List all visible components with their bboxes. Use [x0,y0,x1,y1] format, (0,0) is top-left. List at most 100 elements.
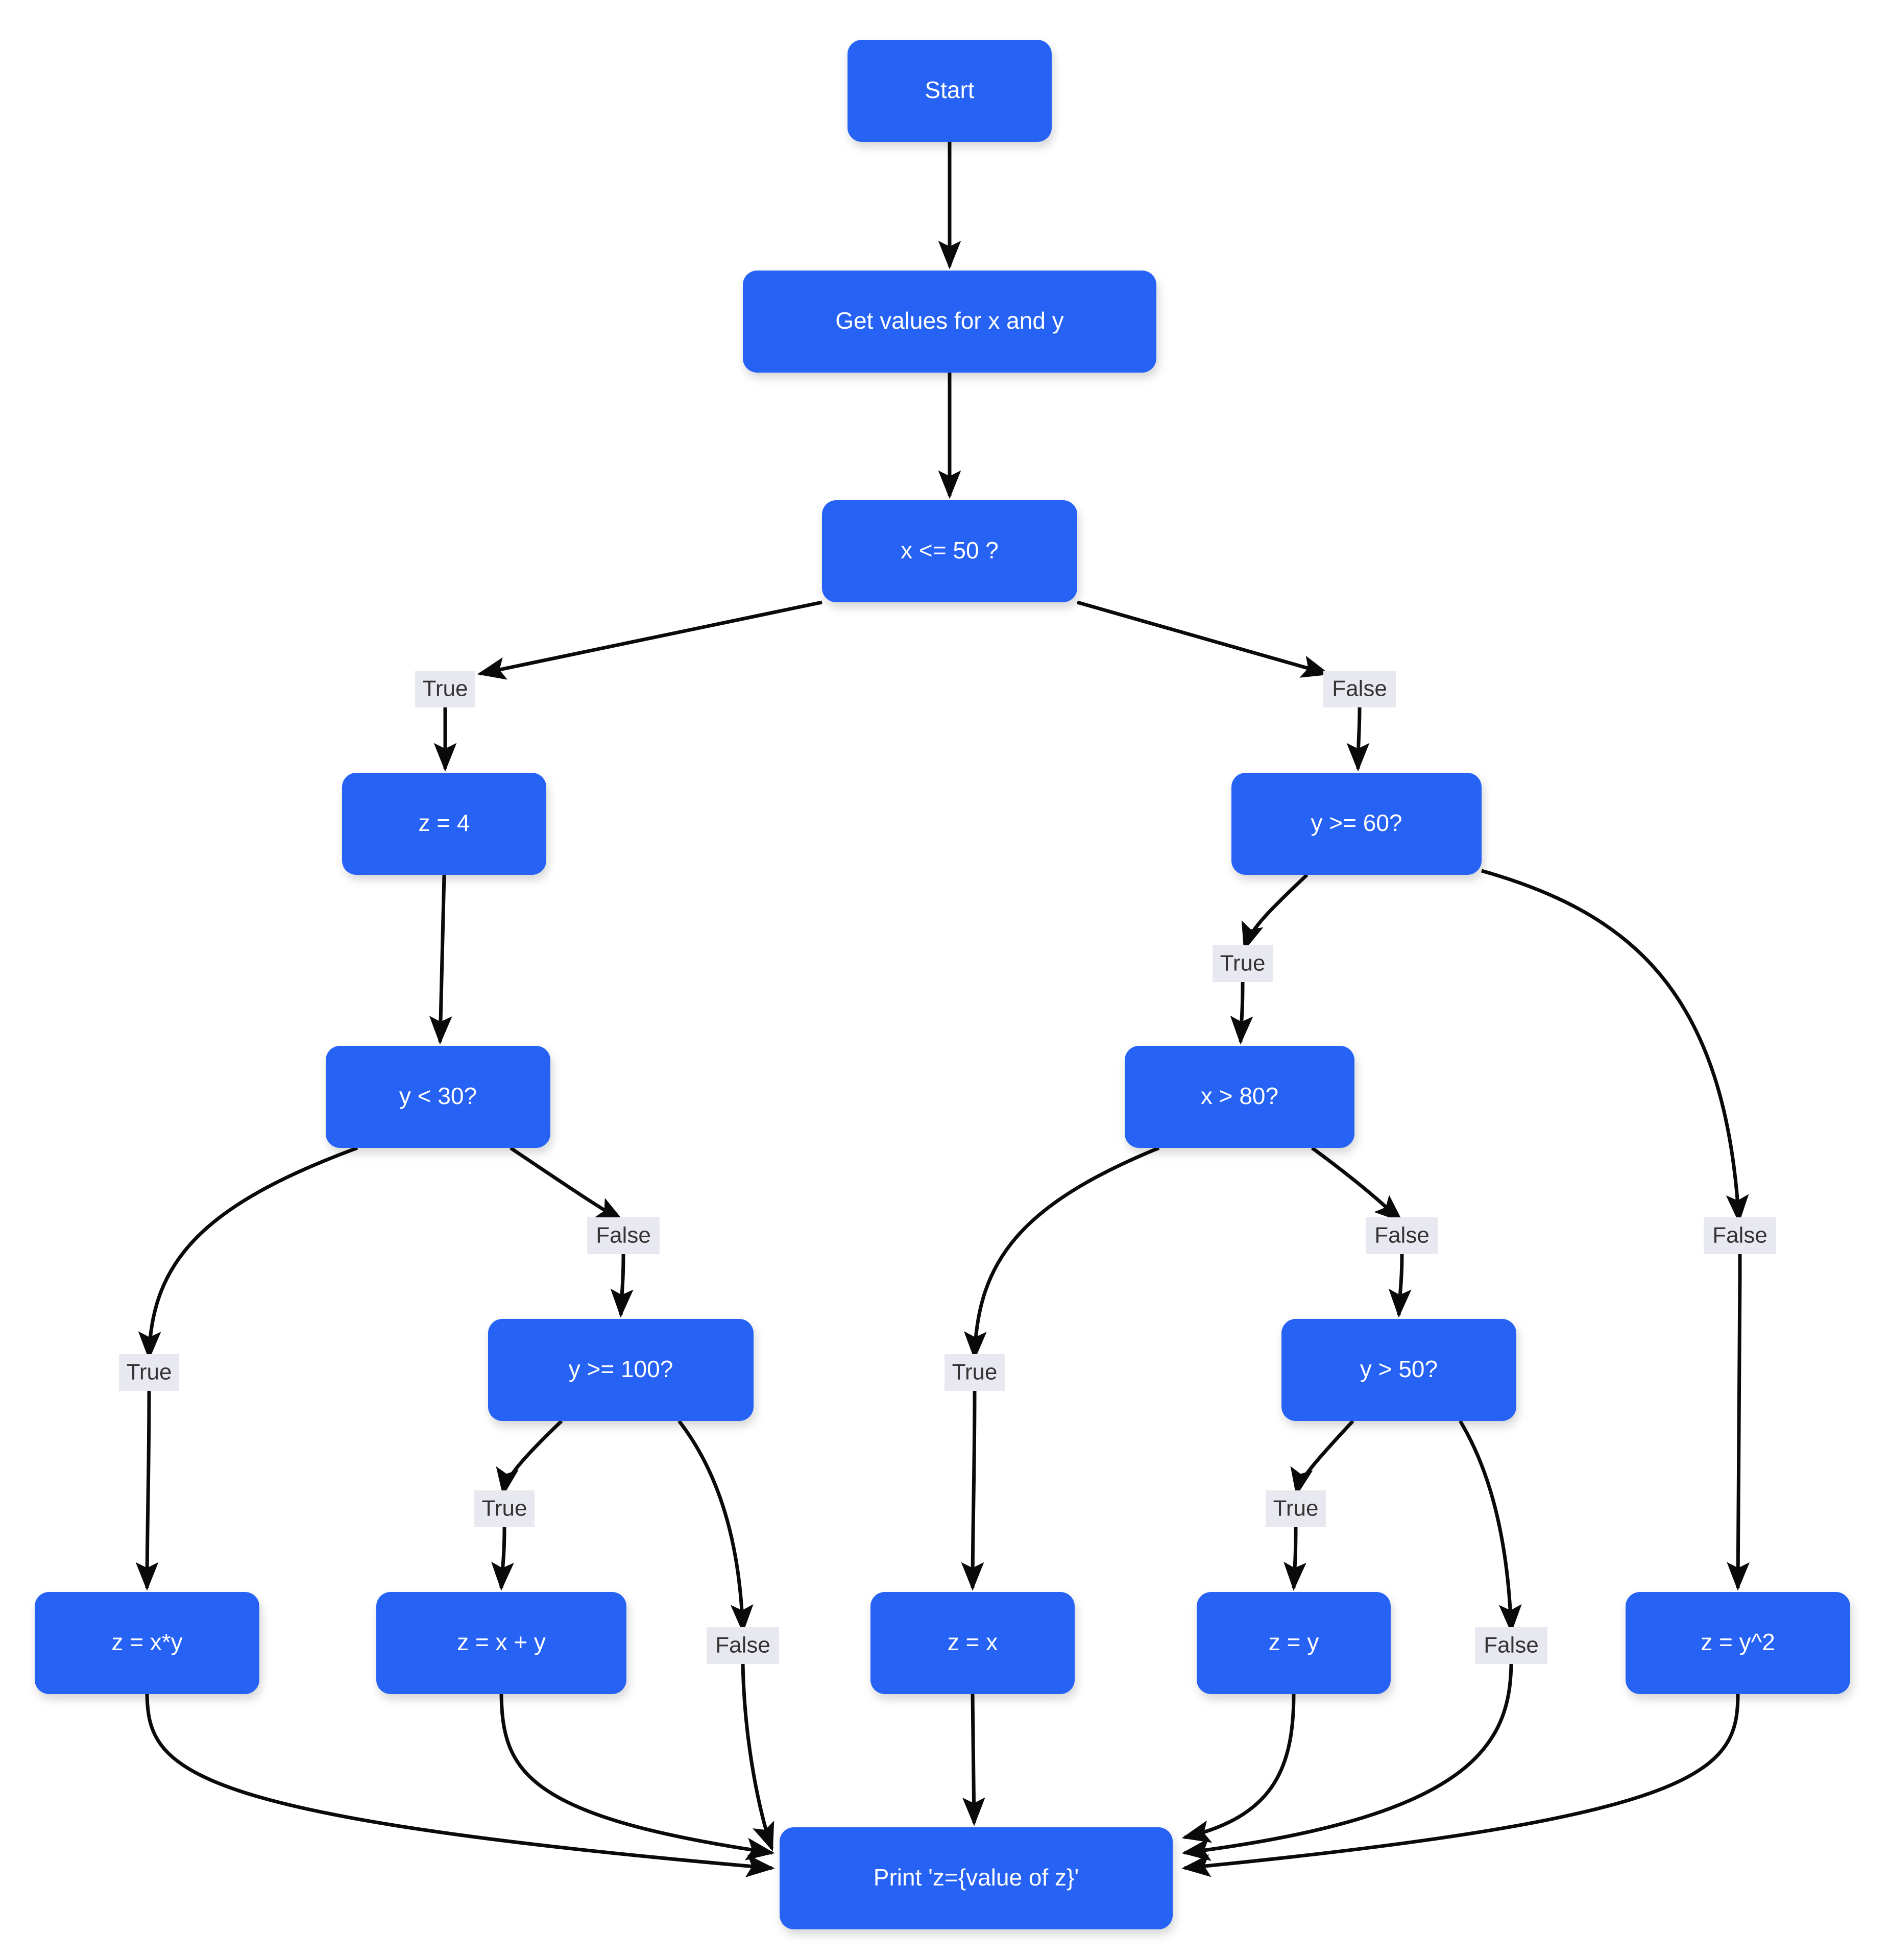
node-label-getvals: Get values for x and y [835,307,1063,334]
edge-label-text: True [1220,951,1266,976]
node-box-ylt30[interactable] [326,1046,550,1148]
node-box-getvals[interactable] [743,271,1156,373]
node-label-xle50: x <= 50 ? [901,537,999,564]
edge-xgt80-to-true-label [963,1146,1160,1360]
edge-label-ylt30-zxy: True [119,1354,179,1391]
edge-xle50-to-true-label [477,600,822,680]
node-zy2[interactable]: z = y^2 [1626,1592,1850,1694]
edge-true-to-zx [961,1390,984,1591]
edge-false-to-yge100 [610,1253,634,1318]
node-xle50[interactable]: x <= 50 ? [822,500,1077,602]
edge-yge100-to-false-label [677,1419,754,1633]
edge-false-label-to-yge60 [1346,706,1370,772]
node-label-z4: z = 4 [418,810,470,836]
edge-zy2-to-print [1181,1694,1740,1877]
node-label-zx: z = x [948,1629,998,1655]
edge-label-text: False [1484,1633,1539,1658]
node-box-start[interactable] [847,40,1052,142]
node-zxplusy[interactable]: z = x + y [376,1592,626,1694]
node-ylt30[interactable]: y < 30? [326,1046,550,1148]
node-zxy[interactable]: z = x*y [35,1592,259,1694]
edge-label-text: True [423,676,468,701]
node-z4[interactable]: z = 4 [342,773,546,875]
edge-ygt50-to-true-label [1290,1419,1354,1497]
edge-label-bg [944,1354,1005,1391]
edge-label-bg [1704,1217,1776,1254]
edge-false-to-print [741,1663,774,1852]
edge-label-text: False [596,1223,651,1248]
edge-true-label-to-xgt80 [1230,981,1253,1045]
edge-label-text: True [952,1360,998,1385]
edge-label-yge100-print: False [707,1627,779,1664]
node-label-zy2: z = y^2 [1701,1629,1775,1655]
edge-true-to-zxplusy [491,1526,514,1591]
node-label-ylt30: y < 30? [399,1083,477,1109]
edge-false-to-ygt50 [1388,1253,1412,1318]
edge-label-xgt80-zx: True [944,1354,1005,1391]
edge-label-xle50-yge60: False [1323,671,1396,707]
node-print[interactable]: Print 'z={value of z}' [780,1827,1173,1929]
edge-label-ygt50-zy: True [1266,1490,1326,1527]
edge-false-to-zy2 [1727,1253,1750,1591]
edge-label-xle50-z4: True [415,671,475,707]
node-label-xgt80: x > 80? [1201,1083,1278,1109]
node-box-xgt80[interactable] [1125,1046,1354,1148]
edge-zxy-to-print [145,1694,775,1877]
edge-label-bg [1323,671,1396,707]
edge-label-xgt80-ygt50: False [1366,1217,1438,1254]
node-box-zxy[interactable] [35,1592,259,1694]
node-box-zy[interactable] [1197,1592,1391,1694]
node-label-ygt50: y > 50? [1360,1356,1438,1382]
node-label-zy: z = y [1269,1629,1319,1655]
node-box-print[interactable] [780,1827,1173,1929]
node-zy[interactable]: z = y [1197,1592,1391,1694]
edge-label-text: True [127,1360,172,1385]
node-ygt50[interactable]: y > 50? [1281,1319,1516,1421]
node-box-zx[interactable] [870,1592,1075,1694]
edge-falseR-to-print [1181,1663,1513,1861]
edge-true-to-zxy [135,1390,159,1591]
edge-label-bg [119,1354,179,1391]
node-label-print: Print 'z={value of z}' [874,1864,1079,1891]
edge-label-bg [1213,945,1273,982]
edge-yge60-to-true-label [1241,873,1309,951]
node-box-yge100[interactable] [488,1319,754,1421]
node-yge100[interactable]: y >= 100? [488,1319,754,1421]
edge-true-to-zy [1283,1526,1306,1591]
node-box-z4[interactable] [342,773,546,875]
node-zx[interactable]: z = x [870,1592,1075,1694]
edge-xle50-to-false-label [1077,600,1330,678]
edge-label-text: True [482,1496,527,1521]
edge-label-yge60-xgt80: True [1213,945,1273,982]
edge-label-text: False [1332,676,1387,701]
edge-label-bg [587,1217,660,1254]
node-xgt80[interactable]: x > 80? [1125,1046,1354,1148]
node-yge60[interactable]: y >= 60? [1231,773,1482,875]
edge-label-bg [1366,1217,1438,1254]
node-box-xle50[interactable] [822,500,1077,602]
node-getvals[interactable]: Get values for x and y [743,271,1156,373]
edge-xgt80-to-false-label [1311,1146,1403,1222]
node-label-yge60: y >= 60? [1311,810,1402,836]
edge-label-yge100-zxplusy: True [474,1490,535,1527]
node-start[interactable]: Start [847,40,1052,142]
node-label-zxplusy: z = x + y [457,1629,546,1655]
node-label-zxy: z = x*y [111,1629,182,1655]
edge-ygt50-to-false-label [1459,1420,1522,1633]
node-box-zy2[interactable] [1626,1592,1850,1694]
edges-layer [135,142,1750,1877]
edge-yge100-to-true-label [496,1419,563,1497]
edge-label-yge60-zy2: False [1704,1217,1776,1254]
node-label-yge100: y >= 100? [569,1356,673,1382]
edge-yge60-to-false-label [1481,869,1749,1223]
node-label-start: Start [925,77,974,103]
node-box-yge60[interactable] [1231,773,1482,875]
edge-zx-to-print [962,1694,985,1826]
edge-zxplusy-to-print [499,1694,775,1860]
edge-label-text: False [1712,1223,1767,1248]
node-box-ygt50[interactable] [1281,1319,1516,1421]
node-box-zxplusy[interactable] [376,1592,626,1694]
